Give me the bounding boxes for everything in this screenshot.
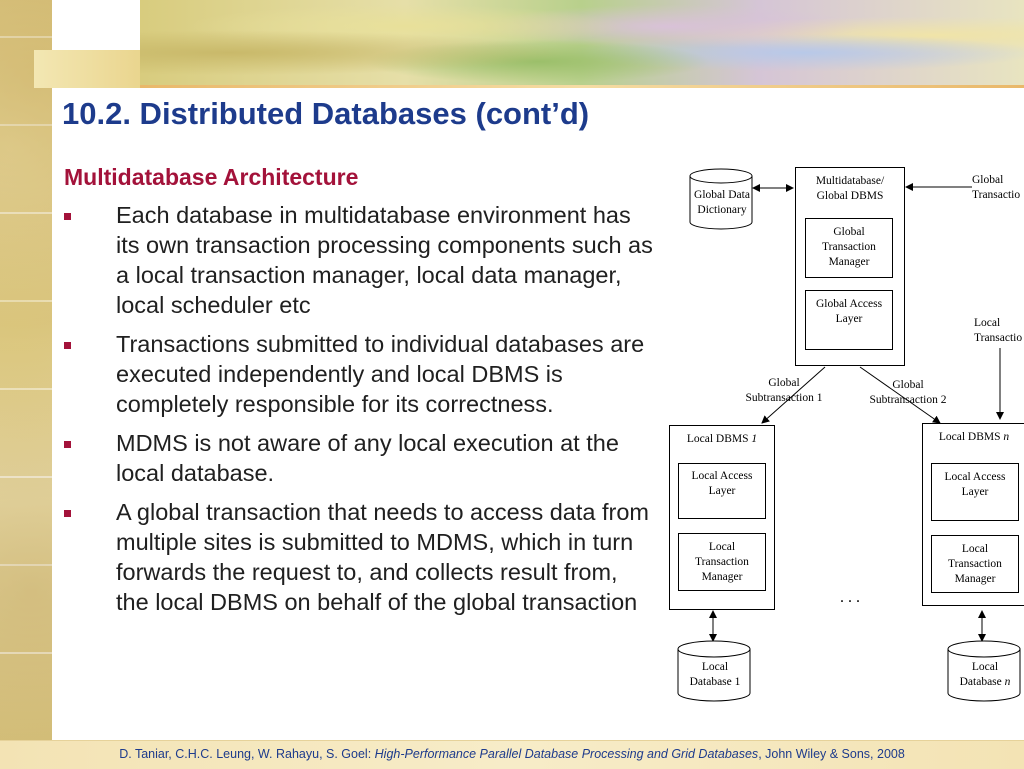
bullet-item: Each database in multidatabase environme… (64, 200, 654, 320)
local-access-layer-1-box: Local Access Layer (678, 463, 766, 519)
footer-bar: D. Taniar, C.H.C. Leung, W. Rahayu, S. G… (0, 740, 1024, 769)
bullet-text: Each database in multidatabase environme… (116, 202, 653, 318)
multidatabase-architecture-diagram: Global Data Dictionary Multidatabase/ Gl… (660, 160, 1024, 705)
local-access-layer-n-label: Local Access Layer (944, 471, 1006, 498)
bullet-text: A global transaction that needs to acces… (116, 499, 649, 615)
local-dbms-1-label: Local DBMS 1 (686, 433, 758, 445)
global-data-dictionary-cylinder (689, 168, 753, 230)
top-banner-accent (34, 50, 142, 88)
square-bullet-icon (64, 213, 71, 220)
global-transaction-manager-label: Global Transaction Manager (822, 226, 876, 268)
footer-publisher: , John Wiley & Sons, 2008 (758, 747, 905, 761)
left-decorative-strip (0, 0, 52, 740)
local-database-1-cylinder (677, 640, 751, 702)
global-subtransaction-2-label: Global Subtransaction 2 (869, 379, 947, 406)
bullet-item: Transactions submitted to individual dat… (64, 329, 654, 419)
top-decorative-banner (140, 0, 1024, 88)
global-data-dictionary-label: Global Data Dictionary (694, 189, 750, 216)
local-access-layer-1-label: Local Access Layer (691, 470, 753, 497)
local-transaction-manager-1-box: Local Transaction Manager (678, 533, 766, 591)
local-database-n-cylinder (947, 640, 1021, 702)
bullet-text: Transactions submitted to individual dat… (116, 331, 645, 417)
bullet-text: MDMS is not aware of any local execution… (116, 430, 619, 486)
local-transactions-label: Local Transactio (974, 317, 1023, 344)
square-bullet-icon (64, 342, 71, 349)
bullet-list: Each database in multidatabase environme… (64, 200, 654, 626)
local-transaction-manager-n-box: Local Transaction Manager (931, 535, 1019, 593)
bullet-item: A global transaction that needs to acces… (64, 497, 654, 617)
section-subtitle: Multidatabase Architecture (64, 164, 359, 190)
local-database-n-label: Local Database n (959, 661, 1011, 688)
footer-citation: D. Taniar, C.H.C. Leung, W. Rahayu, S. G… (0, 747, 1024, 761)
global-access-layer-box: Global Access Layer (805, 290, 893, 350)
global-subtransaction-1-label: Global Subtransaction 1 (745, 377, 823, 404)
local-dbms-n-label: Local DBMS n (938, 431, 1010, 443)
local-access-layer-n-box: Local Access Layer (931, 463, 1019, 521)
ellipsis-label: . . . (840, 589, 860, 606)
local-transaction-manager-1-label: Local Transaction Manager (695, 541, 749, 583)
local-database-1-label: Local Database 1 (689, 661, 741, 688)
square-bullet-icon (64, 510, 71, 517)
global-access-layer-label: Global Access Layer (815, 298, 883, 325)
slide-title: 10.2. Distributed Databases (cont’d) (62, 96, 590, 131)
diagram-connectors (677, 168, 1021, 702)
footer-book-title: High-Performance Parallel Database Proce… (374, 747, 759, 761)
global-transactions-label: Global Transactio (972, 174, 1021, 201)
footer-authors: D. Taniar, C.H.C. Leung, W. Rahayu, S. G… (119, 747, 375, 761)
bullet-item: MDMS is not aware of any local execution… (64, 428, 654, 488)
square-bullet-icon (64, 441, 71, 448)
multidatabase-global-dbms-label: Multidatabase/ Global DBMS (815, 175, 885, 202)
local-transaction-manager-n-label: Local Transaction Manager (948, 543, 1002, 585)
global-transaction-manager-box: Global Transaction Manager (805, 218, 893, 278)
